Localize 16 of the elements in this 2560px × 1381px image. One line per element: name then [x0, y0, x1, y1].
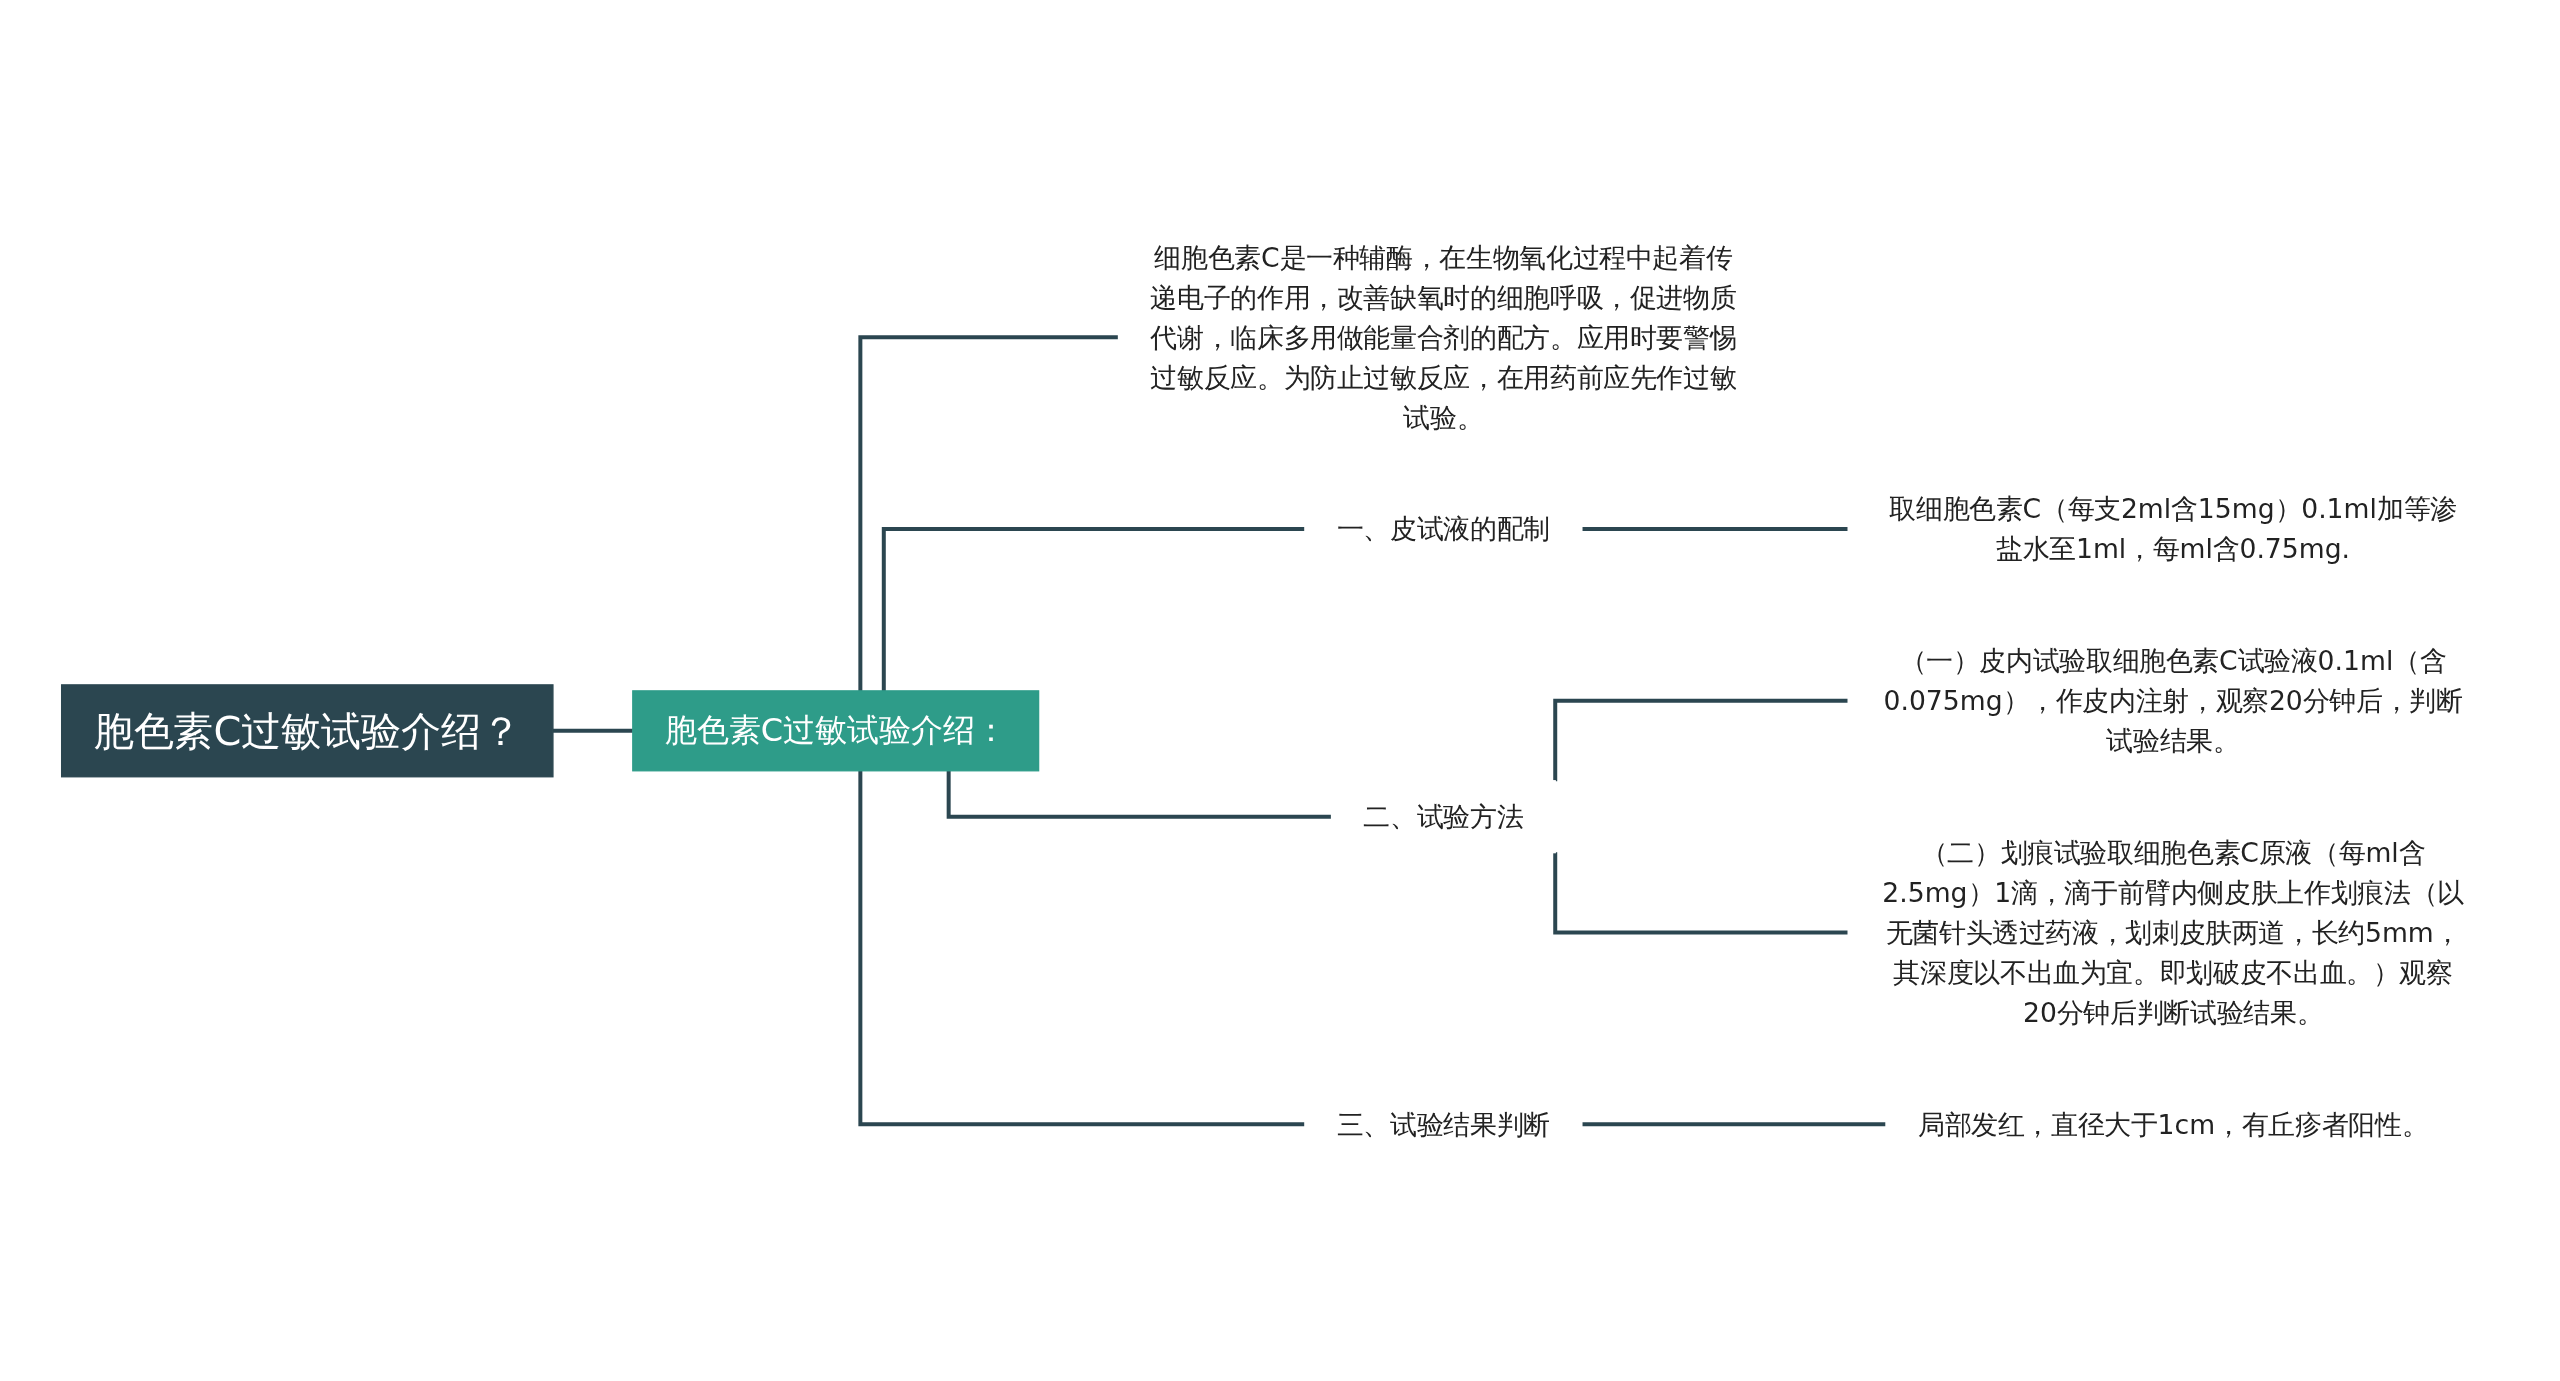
- node-text: （二）划痕试验取细胞色素C原液（每ml含2.5mg）1滴，滴于前臂内侧皮肤上作划痕法（以无菌针头透过药液，划刺皮肤两道，长约5mm，其深度以不出血为宜。即划破皮不出血。）观察20分钟后判断试验结果。: [1882, 836, 2464, 1029]
- connector: [1553, 698, 1849, 781]
- connector: [882, 526, 1306, 691]
- node-text: 二、试验方法: [1363, 800, 1524, 833]
- node-text: 一、皮试液的配制: [1337, 512, 1551, 545]
- node-text: 细胞色素C是一种辅酶，在生物氧化过程中起着传递电子的作用，改善缺氧时的细胞呼吸，促进物质代谢，临床多用做能量合剂的配方。应用时要警惕过敏反应。为防止过敏反应，在用药前应先作过敏试验。: [1150, 241, 1737, 433]
- node-box: 胞色素C过敏试验介绍：: [632, 689, 1040, 772]
- node-text: （一）皮内试验取细胞色素C试验液0.1ml（含0.075mg），作皮内注射，观察20分钟后，判断试验结果。: [1883, 644, 2463, 757]
- node-text: 取细胞色素C（每支2ml含15mg）0.1ml加等渗盐水至1ml，每ml含0.75mg.: [1889, 492, 2457, 565]
- connector: [858, 335, 1119, 691]
- node-text: 局部发红，直径大于1cm，有丘疹者阳性。: [1918, 1107, 2429, 1140]
- node-box: 胞色素C过敏试验介绍？: [61, 683, 554, 778]
- connector: [946, 770, 1332, 819]
- connector: [1553, 851, 1849, 935]
- node-text: 三、试验结果判断: [1337, 1107, 1551, 1140]
- connector: [858, 770, 1306, 1126]
